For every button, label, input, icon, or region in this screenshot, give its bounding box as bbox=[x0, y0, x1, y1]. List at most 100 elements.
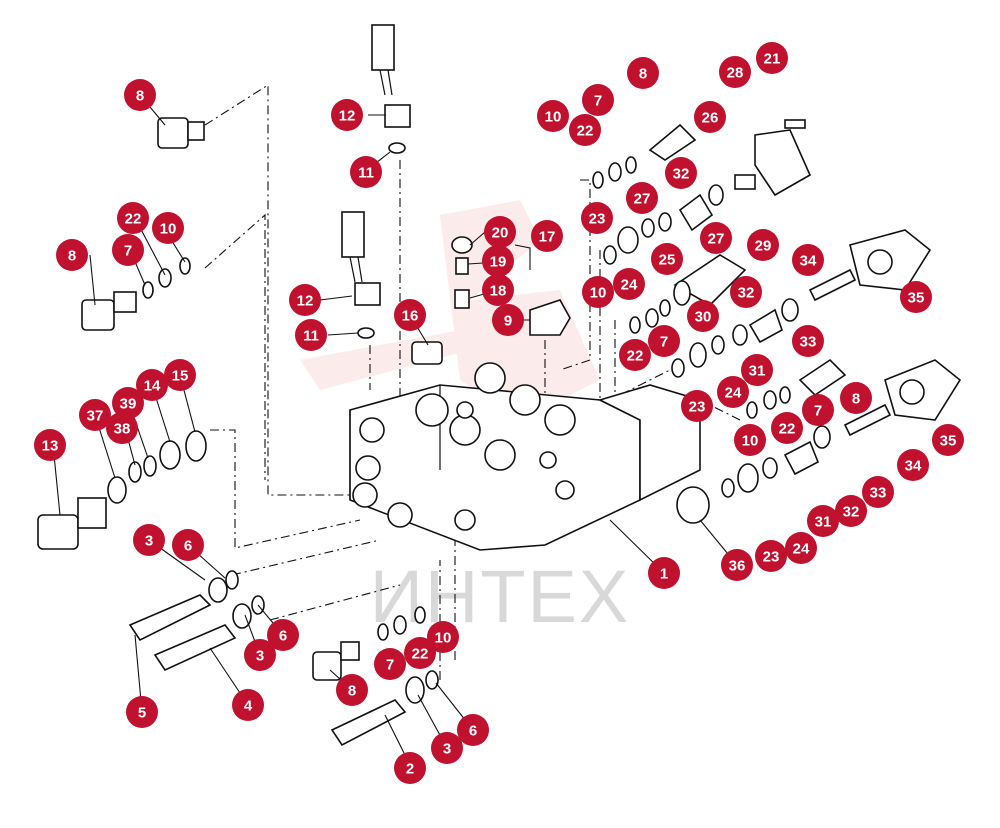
callout-circle bbox=[651, 243, 683, 275]
callout-26: 26 bbox=[694, 101, 726, 133]
callout-37: 37 bbox=[79, 399, 111, 431]
callout-21: 21 bbox=[756, 42, 788, 74]
callout-10: 10 bbox=[734, 424, 766, 456]
callout-number: 9 bbox=[504, 313, 512, 330]
callout-circle bbox=[741, 354, 773, 386]
callout-number: 7 bbox=[386, 657, 394, 674]
callout-number: 39 bbox=[120, 396, 137, 413]
callout-1: 1 bbox=[648, 557, 680, 589]
callout-number: 31 bbox=[749, 363, 766, 380]
callout-circle bbox=[331, 99, 363, 131]
callout-circle bbox=[771, 412, 803, 444]
callout-circle bbox=[840, 382, 872, 414]
plug-16 bbox=[411, 341, 443, 365]
callout-number: 32 bbox=[843, 504, 860, 521]
callout-number: 25 bbox=[659, 252, 676, 269]
callout-number: 31 bbox=[815, 514, 832, 531]
callout-number: 24 bbox=[725, 385, 742, 402]
callout-number: 30 bbox=[695, 309, 712, 326]
callout-circle bbox=[792, 244, 824, 276]
callout-number: 10 bbox=[742, 433, 759, 450]
callout-27: 27 bbox=[700, 222, 732, 254]
callout-number: 10 bbox=[590, 285, 607, 302]
callout-circle bbox=[484, 216, 516, 248]
callout-34: 34 bbox=[897, 449, 929, 481]
callout-number: 6 bbox=[279, 628, 287, 645]
callout-circle bbox=[717, 376, 749, 408]
callout-number: 6 bbox=[469, 723, 477, 740]
callout-3: 3 bbox=[133, 524, 165, 556]
callout-circle bbox=[295, 319, 327, 351]
callout-number: 34 bbox=[800, 253, 817, 270]
callout-circle bbox=[627, 57, 659, 89]
callout-25: 25 bbox=[651, 243, 683, 275]
callout-number: 22 bbox=[577, 123, 594, 140]
callout-number: 10 bbox=[545, 109, 562, 126]
callout-number: 7 bbox=[660, 334, 668, 351]
callout-number: 23 bbox=[763, 549, 780, 566]
callout-circle bbox=[133, 524, 165, 556]
callout-circle bbox=[730, 276, 762, 308]
callout-number: 37 bbox=[87, 408, 104, 425]
callout-number: 27 bbox=[634, 191, 651, 208]
spool-5 bbox=[128, 570, 239, 642]
callout-23: 23 bbox=[581, 202, 613, 234]
callout-number: 3 bbox=[145, 533, 153, 550]
callout-circle bbox=[802, 394, 834, 426]
callout-number: 11 bbox=[358, 165, 374, 182]
callout-circle bbox=[457, 714, 489, 746]
callout-22: 22 bbox=[404, 637, 436, 669]
callout-circle bbox=[112, 387, 144, 419]
callout-36: 36 bbox=[721, 549, 753, 581]
callout-8: 8 bbox=[840, 382, 872, 414]
callout-number: 33 bbox=[800, 334, 817, 351]
callout-number: 38 bbox=[114, 421, 131, 438]
callout-circle bbox=[582, 276, 614, 308]
lower-right-assembly bbox=[676, 358, 962, 524]
callout-32: 32 bbox=[730, 276, 762, 308]
callout-33: 33 bbox=[862, 476, 894, 508]
callout-number: 12 bbox=[339, 108, 356, 125]
callout-7: 7 bbox=[112, 234, 144, 266]
callout-number: 33 bbox=[870, 485, 887, 502]
callout-number: 8 bbox=[348, 683, 356, 700]
callout-number: 28 bbox=[727, 65, 744, 82]
callout-number: 16 bbox=[402, 308, 419, 325]
callout-circle bbox=[336, 674, 368, 706]
callout-number: 27 bbox=[708, 231, 725, 248]
callout-30: 30 bbox=[687, 300, 719, 332]
callout-15: 15 bbox=[164, 359, 196, 391]
callout-number: 32 bbox=[738, 285, 755, 302]
callout-number: 23 bbox=[589, 211, 606, 228]
callout-number: 32 bbox=[673, 166, 690, 183]
callout-circle bbox=[756, 42, 788, 74]
callout-number: 22 bbox=[412, 646, 429, 663]
callout-3: 3 bbox=[431, 732, 463, 764]
callout-23: 23 bbox=[755, 540, 787, 572]
callout-circle bbox=[792, 325, 824, 357]
callout-number: 22 bbox=[125, 211, 142, 228]
callout-number: 22 bbox=[627, 348, 644, 365]
callout-circle bbox=[932, 424, 964, 456]
callout-6: 6 bbox=[172, 529, 204, 561]
callout-11: 11 bbox=[350, 156, 382, 188]
callout-number: 34 bbox=[905, 458, 922, 475]
callout-circle bbox=[482, 274, 514, 306]
pressure-sensor-lower bbox=[341, 211, 381, 339]
callout-circle bbox=[721, 549, 753, 581]
callout-24: 24 bbox=[717, 376, 749, 408]
callout-circle bbox=[350, 156, 382, 188]
callout-circle bbox=[755, 540, 787, 572]
callout-10: 10 bbox=[582, 276, 614, 308]
pressure-sensor-upper bbox=[371, 24, 411, 154]
callout-circle bbox=[785, 532, 817, 564]
callout-8: 8 bbox=[336, 674, 368, 706]
callout-3: 3 bbox=[244, 639, 276, 671]
callout-circle bbox=[374, 648, 406, 680]
callout-circle bbox=[531, 220, 563, 252]
callout-circle bbox=[106, 412, 138, 444]
callout-number: 11 bbox=[303, 328, 319, 345]
callout-number: 4 bbox=[244, 698, 253, 715]
callout-number: 3 bbox=[443, 741, 451, 758]
